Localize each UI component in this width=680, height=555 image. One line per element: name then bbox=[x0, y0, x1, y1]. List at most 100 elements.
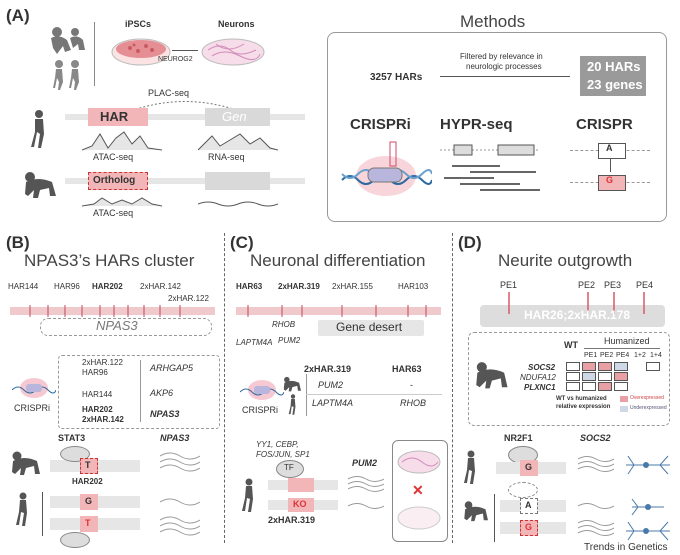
atac-seq-1: ATAC-seq bbox=[93, 152, 134, 162]
filter-text-1: Filtered by relevance in bbox=[460, 52, 543, 61]
c-tfs-1: YY1, CEBP, bbox=[256, 440, 299, 449]
b-col-divider bbox=[140, 360, 141, 422]
d-neuron-2 bbox=[631, 498, 664, 516]
human-b-icon bbox=[16, 492, 27, 526]
crispr-box-a bbox=[598, 143, 626, 159]
rna-peaks bbox=[198, 133, 278, 151]
neurog2-label: NEUROG2 bbox=[158, 56, 193, 63]
hypr-method: HYPR-seq bbox=[440, 116, 513, 133]
divider-bc bbox=[224, 233, 225, 543]
d-col-pe4: PE4 bbox=[616, 352, 630, 359]
c-track bbox=[236, 307, 441, 315]
result-box bbox=[580, 56, 646, 96]
x122-top: 2xHAR.122 bbox=[168, 294, 209, 303]
d-bracket bbox=[494, 494, 495, 542]
gen-block-chimp bbox=[205, 172, 270, 190]
b-allele-t2: T bbox=[85, 518, 91, 528]
result-hars: 20 HARs bbox=[587, 59, 641, 74]
b-row2-hars: HAR144 bbox=[82, 390, 113, 399]
d-col-pe1: PE1 bbox=[584, 352, 598, 359]
panel-c-title: Neuronal differentiation bbox=[250, 251, 426, 270]
d-humanized: Humanized bbox=[604, 336, 650, 346]
d-neuron-3 bbox=[626, 521, 670, 541]
d-col-14: 1+4 bbox=[650, 352, 662, 359]
d-nr2f1: NR2F1 bbox=[504, 433, 533, 443]
npas3-col-label: NPAS3 bbox=[160, 433, 190, 443]
crispr-allele-a: A bbox=[606, 143, 613, 153]
chimp-c-icon bbox=[283, 376, 301, 392]
d-gene-socs2: SOCS2 bbox=[528, 363, 556, 372]
b-human-t-box bbox=[80, 516, 98, 532]
b-allele-t: T bbox=[85, 460, 91, 470]
d-grid-cell bbox=[582, 382, 596, 391]
hypr-icon bbox=[440, 144, 540, 191]
b-wave-3 bbox=[160, 516, 200, 536]
c-r1c2: - bbox=[410, 380, 413, 390]
npas3-tick-marks bbox=[29, 305, 181, 317]
d-grid-cell bbox=[566, 372, 580, 381]
d-pe-ticks bbox=[508, 292, 645, 314]
ortholog-label: Ortholog bbox=[93, 175, 136, 186]
c-ko-box bbox=[288, 498, 314, 512]
crispr-method: CRISPR bbox=[576, 116, 633, 133]
c-gene-desert-box bbox=[318, 320, 424, 336]
chimp-b-icon bbox=[12, 451, 40, 475]
c-tf-label: TF bbox=[284, 463, 294, 472]
crispri-b-table bbox=[58, 355, 220, 429]
c-x155: 2xHAR.155 bbox=[332, 282, 373, 291]
ipsc-label: iPSCs bbox=[125, 19, 152, 29]
chimp-track bbox=[65, 178, 305, 184]
c-pum2-col: PUM2 bbox=[352, 458, 378, 468]
d-gene-plxnc1: PLXNC1 bbox=[524, 383, 556, 392]
d-wt: WT bbox=[564, 340, 578, 350]
atac-seq-2: ATAC-seq bbox=[93, 208, 134, 218]
panel-c-letter: (C) bbox=[230, 233, 254, 252]
atac-peaks-2 bbox=[82, 197, 162, 207]
c-diff-box bbox=[392, 440, 448, 542]
crispr-box-g bbox=[598, 175, 626, 191]
d-allele-g: G bbox=[525, 462, 533, 472]
d-table-box bbox=[468, 332, 670, 426]
b-allele-g: G bbox=[85, 496, 93, 506]
c-x319-bottom: 2xHAR.319 bbox=[268, 515, 316, 525]
d-humanized-line bbox=[584, 348, 660, 349]
d-legend-title-2: relative expression bbox=[556, 404, 611, 410]
methods-box bbox=[327, 32, 667, 222]
d-pe4: PE4 bbox=[636, 280, 654, 290]
c-x319: 2xHAR.319 bbox=[278, 282, 320, 291]
har144-top: HAR144 bbox=[8, 282, 39, 291]
panel-d-letter: (D) bbox=[458, 233, 482, 252]
c-wave-2 bbox=[348, 503, 384, 509]
crispri-b-label: CRISPRi bbox=[14, 403, 51, 413]
har96-top: HAR96 bbox=[54, 282, 80, 291]
b-har202-label: HAR202 bbox=[72, 477, 103, 486]
atac-peaks-1 bbox=[82, 131, 162, 151]
chimp-d2-icon bbox=[464, 501, 488, 522]
d-socs2-col: SOCS2 bbox=[580, 433, 611, 443]
bracket-line bbox=[94, 22, 95, 86]
c-har103: HAR103 bbox=[398, 282, 429, 291]
d-wave-3 bbox=[578, 520, 614, 536]
d-pe1: PE1 bbox=[500, 280, 518, 290]
d-col-12: 1+2 bbox=[634, 352, 646, 359]
b-row1-hars-2: HAR96 bbox=[82, 368, 108, 377]
b-row2-gene: AKP6 bbox=[150, 388, 174, 398]
c-r1c1: PUM2 bbox=[318, 380, 344, 390]
b-wave-2 bbox=[160, 498, 200, 506]
methods-title: Methods bbox=[460, 12, 526, 31]
d-legend-under-swatch bbox=[620, 406, 628, 412]
panel-a-letter: (A) bbox=[6, 6, 30, 25]
npas3-gene-bar bbox=[40, 318, 212, 336]
x142-top: 2xHAR.142 bbox=[140, 282, 181, 291]
b-row1-gene: ARHGAP5 bbox=[150, 363, 194, 373]
d-dashed-bubble bbox=[508, 482, 538, 498]
c-dish-2 bbox=[397, 506, 441, 530]
human-c2-icon bbox=[242, 478, 253, 512]
d-grid-cell bbox=[582, 362, 596, 371]
b-human-g-box bbox=[80, 494, 98, 510]
crispri-b-icon bbox=[12, 378, 56, 398]
arrow-ipsc-neuron bbox=[172, 50, 198, 51]
human-d-icon bbox=[464, 450, 475, 484]
human-track bbox=[65, 114, 305, 120]
b-row1-hars-1: 2xHAR.122 bbox=[82, 358, 123, 367]
